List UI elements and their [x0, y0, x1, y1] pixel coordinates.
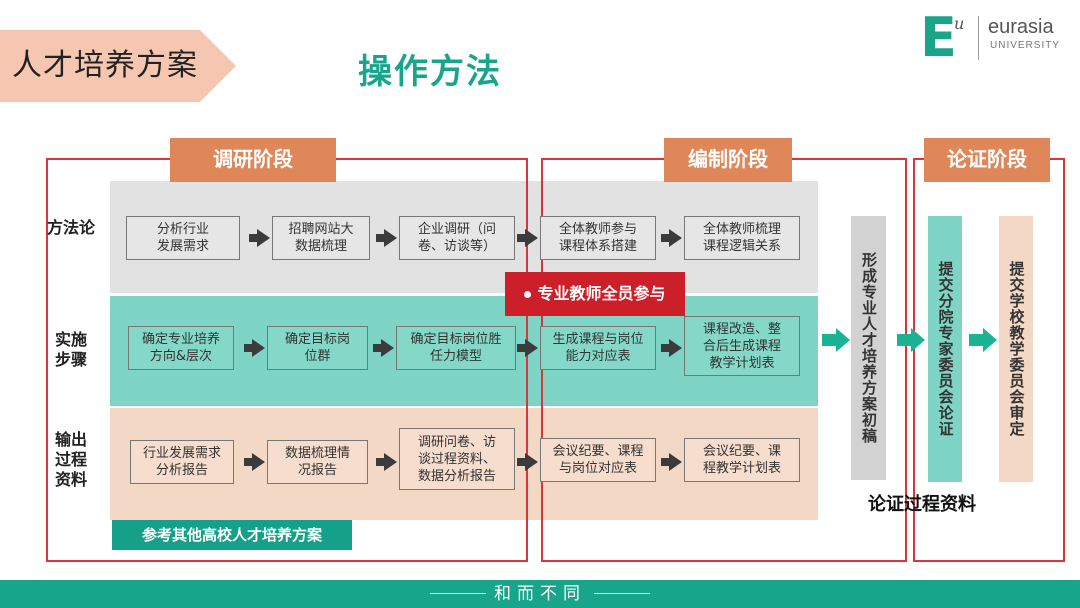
draft-plan-box: 形成专业人才培养方案初稿	[851, 216, 886, 480]
logo-mark-sup: u	[954, 14, 965, 33]
outputs-box-1: 行业发展需求 分析报告	[130, 440, 234, 484]
steps-box-4: 生成课程与岗位 能力对应表	[540, 326, 656, 370]
arrow-right-icon	[517, 339, 538, 357]
outputs-box-2: 数据梳理情 况报告	[267, 440, 368, 484]
outputs-box-4: 会议纪要、课程 与岗位对应表	[540, 438, 656, 482]
methodology-box-4: 全体教师参与 课程体系搭建	[540, 216, 656, 260]
arrow-right-icon	[661, 339, 682, 357]
teal-arrow-right-icon	[969, 328, 997, 352]
page-title: 操作方法	[358, 52, 502, 92]
steps-box-5: 课程改造、整 合后生成课程 教学计划表	[684, 316, 800, 376]
methodology-box-2: 招聘网站大 数据梳理	[272, 216, 370, 260]
demonstrate-phase-label: 论证阶段	[924, 138, 1050, 182]
outputs-box-3: 调研问卷、访 谈过程资料、 数据分析报告	[399, 428, 515, 490]
footer-line-left	[430, 593, 486, 594]
banner-label: 专业教师全员参与	[537, 284, 666, 303]
all-teachers-banner: 专业教师全员参与	[505, 272, 685, 316]
arrow-right-icon	[517, 229, 538, 247]
pentagon-tag-icon	[0, 30, 236, 102]
teal-arrow-right-icon	[822, 328, 850, 352]
logo-mark: E	[920, 6, 957, 69]
methodology-box-5: 全体教师梳理 课程逻辑关系	[684, 216, 800, 260]
logo-divider	[978, 16, 979, 60]
teal-arrow-right-icon	[897, 328, 925, 352]
row-label-methodology: 方法论	[46, 218, 95, 237]
arrow-right-icon	[244, 339, 265, 357]
arrow-right-icon	[373, 339, 394, 357]
bullet-dot-icon	[524, 291, 532, 298]
arrow-right-icon	[376, 229, 397, 247]
research-phase-label: 调研阶段	[170, 138, 336, 182]
footer-line-right	[594, 593, 650, 594]
methodology-box-3: 企业调研（问 卷、访谈等）	[399, 216, 515, 260]
steps-box-3: 确定目标岗位胜 任力模型	[396, 326, 516, 370]
row-label-steps: 实施 步骤	[54, 330, 87, 369]
school-review-box: 提交学校教学委员会审定	[999, 216, 1033, 482]
arrow-right-icon	[661, 229, 682, 247]
section-tag-label: 人才培养方案	[12, 48, 198, 83]
compile-phase-label: 编制阶段	[664, 138, 792, 182]
row-label-outputs: 输出 过程 资料	[54, 430, 87, 489]
university-logo: E u eurasia UNIVERSITY	[920, 10, 1080, 66]
arrow-right-icon	[244, 453, 265, 471]
methodology-box-1: 分析行业 发展需求	[126, 216, 240, 260]
outputs-box-5: 会议纪要、课 程教学计划表	[684, 438, 800, 482]
footer-bar	[0, 580, 1080, 608]
logo-name: eurasia	[988, 16, 1054, 38]
arrow-right-icon	[376, 453, 397, 471]
arrow-right-icon	[517, 453, 538, 471]
section-tag: 人才培养方案	[0, 30, 236, 102]
proof-materials-label: 论证过程资料	[868, 494, 976, 515]
steps-box-1: 确定专业培养 方向&层次	[128, 326, 234, 370]
footer-motto: 和而不同	[494, 584, 586, 604]
arrow-right-icon	[249, 229, 270, 247]
college-review-box: 提交分院专家委员会论证	[928, 216, 962, 482]
reference-bar: 参考其他高校人才培养方案	[112, 520, 352, 550]
steps-box-2: 确定目标岗 位群	[267, 326, 368, 370]
logo-sub: UNIVERSITY	[990, 40, 1061, 51]
arrow-right-icon	[661, 453, 682, 471]
